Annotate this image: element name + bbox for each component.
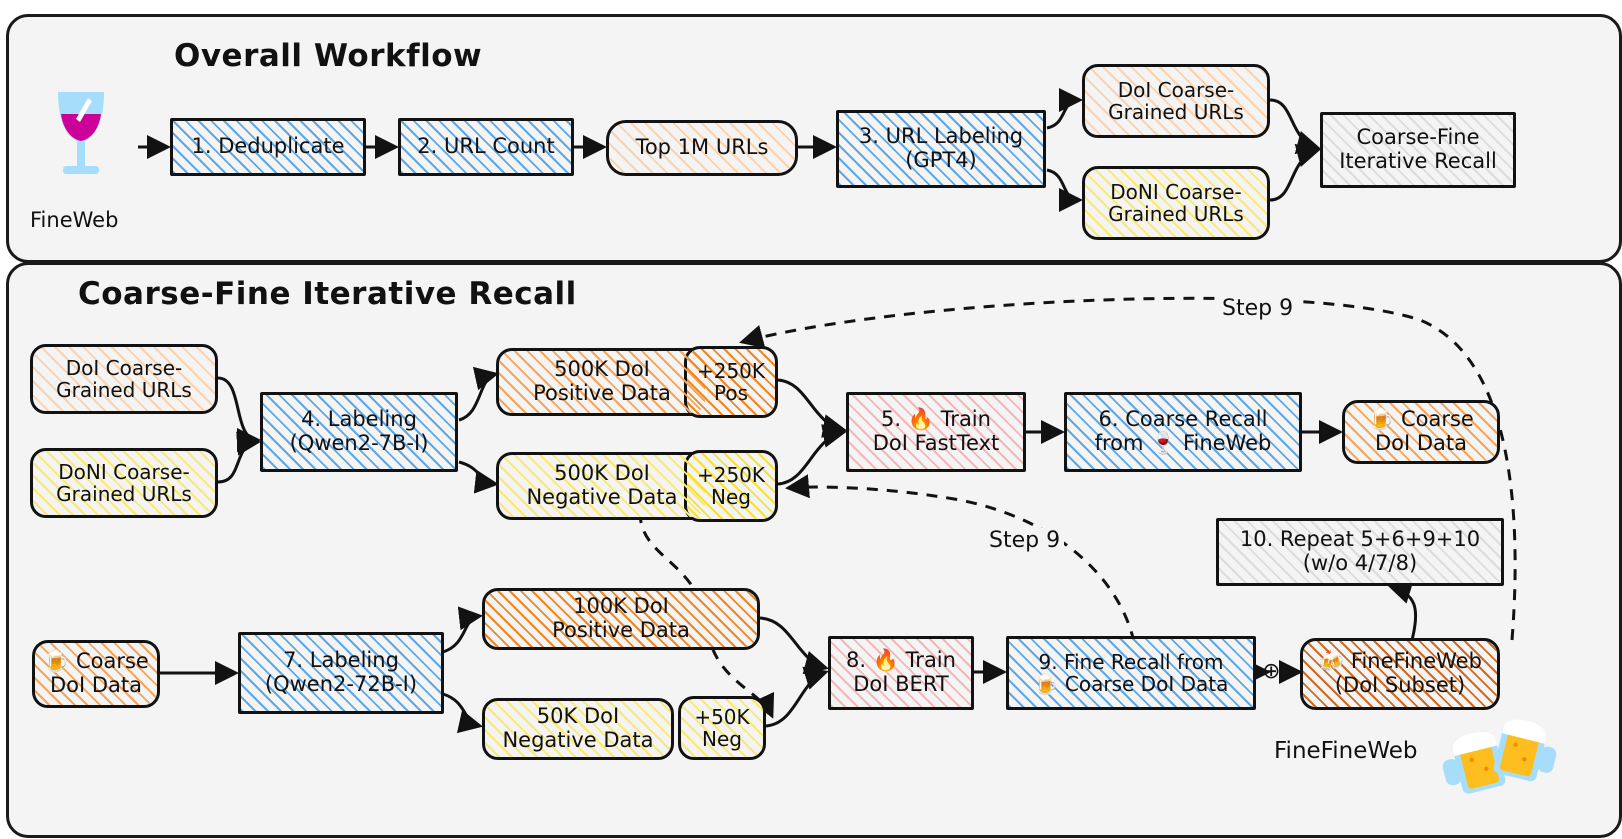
node-fine-recall-from-coarse-doi-data[interactable]: 9. Fine Recall from 🍺 Coarse DoI Data [1006,636,1256,710]
node-labeling-qwen2-7b[interactable]: 4. Labeling (Qwen2-7B-I) [260,392,458,472]
clinking-beer-icon [1438,700,1558,800]
node-500k-doi-positive-data[interactable]: 500K DoI Positive Data [496,348,708,416]
node-coarse-recall-from-fineweb[interactable]: 6. Coarse Recall from 🍷 FineWeb [1064,392,1302,472]
node-doni-coarse-grained-urls-2[interactable]: DoNI Coarse- Grained URLs [30,448,218,518]
node-labeling-qwen2-72b[interactable]: 7. Labeling (Qwen2-72B-I) [238,632,444,714]
panel-title-coarse-fine-recall: Coarse-Fine Iterative Recall [78,276,577,312]
wine-glass-icon [44,84,118,180]
badge-plus-250k-neg[interactable]: +250K Neg [684,450,778,522]
node-doni-coarse-grained-urls[interactable]: DoNI Coarse- Grained URLs [1082,166,1270,240]
merge-operator-icon: ⊕ [1262,659,1281,684]
source-label-fineweb: FineWeb [30,208,119,232]
node-repeat-steps[interactable]: 10. Repeat 5+6+9+10 (w/o 4/7/8) [1216,518,1504,586]
node-train-doi-bert[interactable]: 8. 🔥 Train DoI BERT [828,636,974,710]
output-label-finefineweb: FineFineWeb [1274,738,1418,764]
edge-label-step9-top: Step 9 [1218,296,1298,321]
node-train-doi-fasttext[interactable]: 5. 🔥 Train DoI FastText [846,392,1026,472]
node-doi-coarse-grained-urls[interactable]: DoI Coarse- Grained URLs [1082,64,1270,138]
badge-plus-50k-neg[interactable]: +50K Neg [678,696,766,760]
node-doi-coarse-grained-urls-2[interactable]: DoI Coarse- Grained URLs [30,344,218,414]
node-finefineweb-doi-subset[interactable]: 🍻 FineFineWeb (DoI Subset) [1300,638,1500,710]
node-coarse-doi-data-2[interactable]: 🍺 Coarse DoI Data [32,640,160,708]
node-top-1m-urls[interactable]: Top 1M URLs [606,120,798,176]
node-100k-doi-positive-data[interactable]: 100K DoI Positive Data [482,588,760,650]
edge-label-step9-middle: Step 9 [985,528,1065,553]
node-url-labeling-gpt4[interactable]: 3. URL Labeling (GPT4) [836,110,1046,188]
node-deduplicate[interactable]: 1. Deduplicate [170,118,366,176]
node-500k-doi-negative-data[interactable]: 500K DoI Negative Data [496,452,708,520]
panel-title-overall-workflow: Overall Workflow [174,38,483,74]
badge-plus-250k-pos[interactable]: +250K Pos [684,346,778,418]
node-50k-doi-negative-data[interactable]: 50K DoI Negative Data [482,698,674,760]
node-coarse-doi-data[interactable]: 🍺 Coarse DoI Data [1342,400,1500,464]
node-url-count[interactable]: 2. URL Count [398,118,574,176]
node-coarse-fine-iterative-recall[interactable]: Coarse-Fine Iterative Recall [1320,112,1516,188]
